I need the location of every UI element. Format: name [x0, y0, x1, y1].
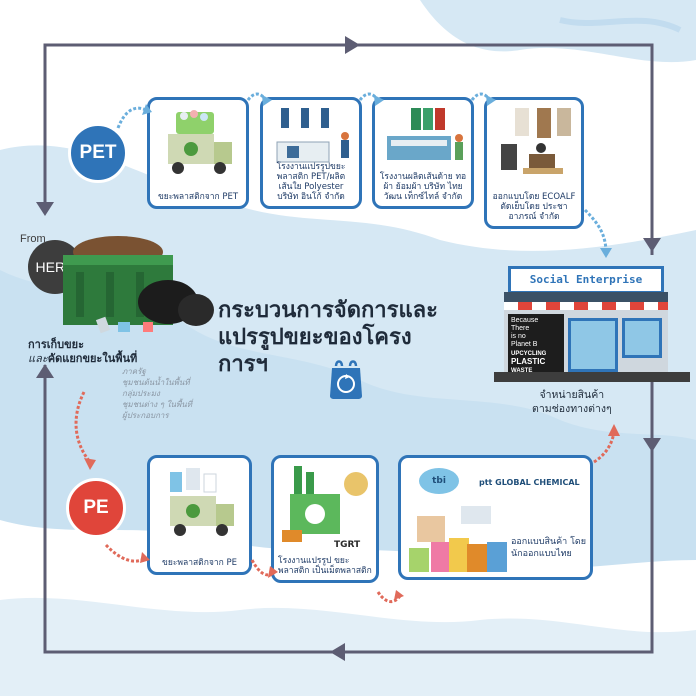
partner-item: ภาครัฐ [122, 367, 146, 376]
shop-awning [504, 292, 668, 310]
recycle-bag-icon [330, 360, 362, 399]
shop-window [622, 318, 662, 358]
pet-step-caption: โรงงานแปรรูปขยะพลาสติก PET/ผลิตเส้นใย Po… [276, 162, 346, 202]
poster-banner: UPCYCLING PLASTIC WASTE [511, 350, 561, 375]
pe-badge: PE [66, 478, 126, 538]
collection-title: การเก็บขยะ และคัดแยกขยะในพื้นที่ [28, 338, 137, 366]
pet-step-card-4: ออกแบบโดย ECOALF ตัดเย็บโดย ประชาอาภรณ์ … [484, 97, 584, 229]
pe-step-card-2: TGRT โรงงานแปรรูป ขยะพลาสติก เป็นเม็ดพลา… [271, 455, 379, 583]
garbage-truck-icon [168, 110, 232, 174]
pellet-factory-icon [282, 466, 368, 542]
designer-clothes-icon [501, 108, 571, 174]
partner-item: ชุมชนต่าง ๆ ในพื้นที่ [122, 400, 192, 409]
pet-step-card-1: ขยะพลาสติกจาก PET [147, 97, 249, 209]
pet-step-caption: ออกแบบโดย ECOALF ตัดเย็บโดย ประชาอาภรณ์ … [492, 192, 576, 222]
shop-sign: Social Enterprise [508, 266, 664, 294]
shop-caption-line1: จำหน่ายสินค้า [539, 389, 605, 401]
polyester-factory-icon [276, 108, 349, 163]
shop-base [494, 372, 690, 382]
banner-word: WASTE [511, 368, 533, 374]
pet-badge: PET [68, 123, 128, 183]
plastic-bag-truck-icon [170, 468, 234, 536]
shop-caption: จำหน่ายสินค้า ตามช่องทางต่างๆ [532, 388, 612, 416]
diagram-title: กระบวนการจัดการและ แปรรูปขยะของโครงการฯ [218, 297, 448, 378]
poster-line: Planet B [511, 341, 538, 348]
social-enterprise-shop: Social Enterprise Because There is no Pl… [494, 262, 690, 384]
partner-item: ผู้ประกอบการ [122, 411, 169, 420]
collection-line2-prefix: และ [28, 352, 48, 365]
pet-step-caption: ขยะพลาสติกจาก PET [157, 192, 239, 202]
product-bags-icon [409, 506, 507, 572]
collection-partners: ภาครัฐ ชุมชนต้นน้ำในพื้นที่ กลุ่มประมง ช… [122, 366, 192, 421]
banner-word: UPCYCLING [511, 351, 547, 357]
shop-poster: Because There is no Planet B UPCYCLING P… [508, 314, 564, 375]
pe-design-caption: ออกแบบสินค้า โดยนักออกแบบไทย [511, 537, 587, 559]
pet-step-card-2: โรงงานแปรรูปขยะพลาสติก PET/ผลิตเส้นใย Po… [260, 97, 362, 209]
collection-line2-main: คัดแยกขยะในพื้นที่ [47, 352, 138, 365]
tgrt-logo: TGRT [334, 540, 361, 550]
pe-step-caption: โรงงานแปรรูป ขยะพลาสติก เป็นเม็ดพลาสติก [278, 556, 372, 576]
textile-mill-icon [387, 108, 463, 160]
pe-step-caption: ขยะพลาสติกจาก PE [162, 558, 237, 568]
collection-line1: การเก็บขยะ [28, 338, 85, 351]
dumpster-illustration [63, 236, 214, 334]
pttgc-logo: ptt GLOBAL CHEMICAL [479, 478, 580, 487]
banner-word: PLASTIC [511, 357, 546, 366]
shop-caption-line2: ตามช่องทางต่างๆ [532, 403, 612, 415]
partner-item: กลุ่มประมง [122, 389, 160, 398]
title-line2: แปรรูปขยะของโครงการฯ [218, 325, 412, 377]
partner-item: ชุมชนต้นน้ำในพื้นที่ [122, 378, 190, 387]
shop-window [568, 318, 618, 372]
pe-step-caption: ออกแบบสินค้า โดยนักออกแบบไทย [511, 536, 593, 560]
title-line1: กระบวนการจัดการและ [218, 298, 438, 323]
from-label: From [20, 233, 46, 245]
tbi-logo: tbi [419, 468, 459, 494]
poster-line: Because [511, 317, 539, 324]
pe-step-card-1: ขยะพลาสติกจาก PE [147, 455, 252, 575]
pe-step-card-3: tbi ptt GLOBAL CHEMICAL ออกแบบสินค้า โดย… [398, 455, 593, 580]
pet-step-card-3: โรงงานผลิตเส้นด้าย ทอผ้า ย้อมผ้า บริษัท … [372, 97, 474, 209]
poster-line: is no [511, 333, 526, 340]
pet-step-caption: โรงงานผลิตเส้นด้าย ทอผ้า ย้อมผ้า บริษัท … [379, 172, 467, 202]
poster-line: There [511, 325, 530, 332]
collection-line2: และคัดแยกขยะในพื้นที่ [28, 352, 137, 366]
